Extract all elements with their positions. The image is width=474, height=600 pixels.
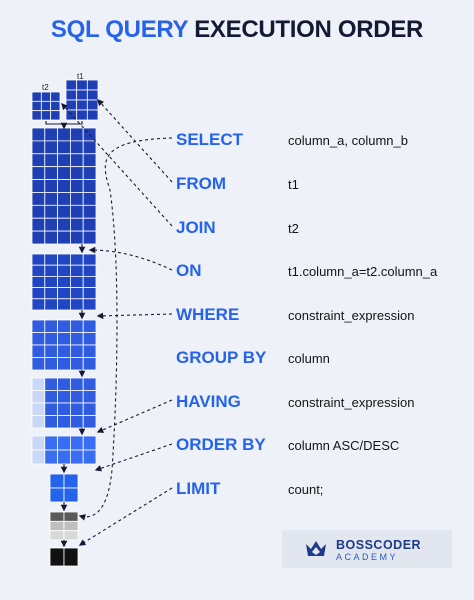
page-title: SQL QUERY EXECUTION ORDER	[0, 16, 474, 44]
arrow-from	[97, 99, 173, 183]
clause-keyword: ORDER BY	[176, 435, 266, 454]
clause-value: constraint_expression	[288, 308, 415, 323]
clause-value: column ASC/DESC	[288, 438, 400, 453]
order-by-table-grid	[49, 473, 79, 503]
clause-keyword: LIMIT	[176, 479, 221, 498]
clause-limit: LIMIT count;	[176, 479, 466, 503]
brand-name: BOSSCODER	[336, 538, 422, 552]
clause-keyword: WHERE	[176, 305, 240, 324]
table-t2-grid	[31, 91, 61, 121]
table-t1-grid	[65, 79, 99, 121]
clause-value: t1.column_a=t2.column_a	[288, 264, 438, 279]
clause-value: t2	[288, 221, 299, 236]
clause-keyword: GROUP BY	[176, 348, 267, 367]
clause-join: JOIN t2	[176, 218, 466, 242]
limit-table-grid	[49, 511, 79, 541]
crown-logo-icon	[306, 541, 326, 556]
arrow-on	[88, 246, 173, 271]
clause-keyword: HAVING	[176, 392, 241, 411]
clause-keyword: ON	[176, 261, 202, 280]
title-part-1: SQL QUERY	[50, 16, 188, 43]
clause-value: count;	[288, 482, 324, 497]
table-label-t2: t2	[42, 83, 49, 92]
brand-subtitle: ACADEMY	[336, 552, 399, 562]
clause-having: HAVING constraint_expression	[176, 392, 466, 416]
clause-keyword: JOIN	[176, 218, 216, 237]
arrow-where	[96, 312, 173, 320]
clause-keyword: SELECT	[176, 130, 244, 149]
arrow-order-by	[94, 443, 173, 472]
arrow-having	[96, 399, 173, 433]
clause-select: SELECT column_a, column_b	[176, 130, 466, 154]
flow-arrows	[45, 99, 173, 548]
clause-order-by: ORDER BY column ASC/DESC	[176, 435, 466, 459]
where-table-grid	[31, 319, 97, 371]
clause-value: column_a, column_b	[288, 133, 408, 148]
table-grids	[31, 79, 99, 567]
brand-badge: BOSSCODER ACADEMY	[282, 530, 452, 568]
clause-value: constraint_expression	[288, 395, 415, 410]
title-part-2: EXECUTION ORDER	[194, 16, 424, 43]
clause-group-by: GROUP BY column	[176, 348, 466, 372]
group-by-table-grid	[31, 377, 97, 429]
table-label-t1: t1	[77, 72, 84, 81]
on-table-grid	[31, 253, 97, 311]
clause-value: column	[288, 351, 330, 366]
having-table-grid	[31, 435, 97, 465]
joined-table-grid	[31, 127, 97, 245]
clause-where: WHERE constraint_expression	[176, 305, 466, 329]
clause-value: t1	[288, 177, 299, 192]
clause-on: ON t1.column_a=t2.column_a	[176, 261, 466, 285]
clause-keyword: FROM	[176, 174, 227, 193]
clause-from: FROM t1	[176, 174, 466, 198]
join-bracket	[45, 121, 83, 125]
arrow-select	[78, 137, 173, 521]
result-table-grid	[49, 547, 79, 567]
arrow-limit	[78, 487, 173, 546]
